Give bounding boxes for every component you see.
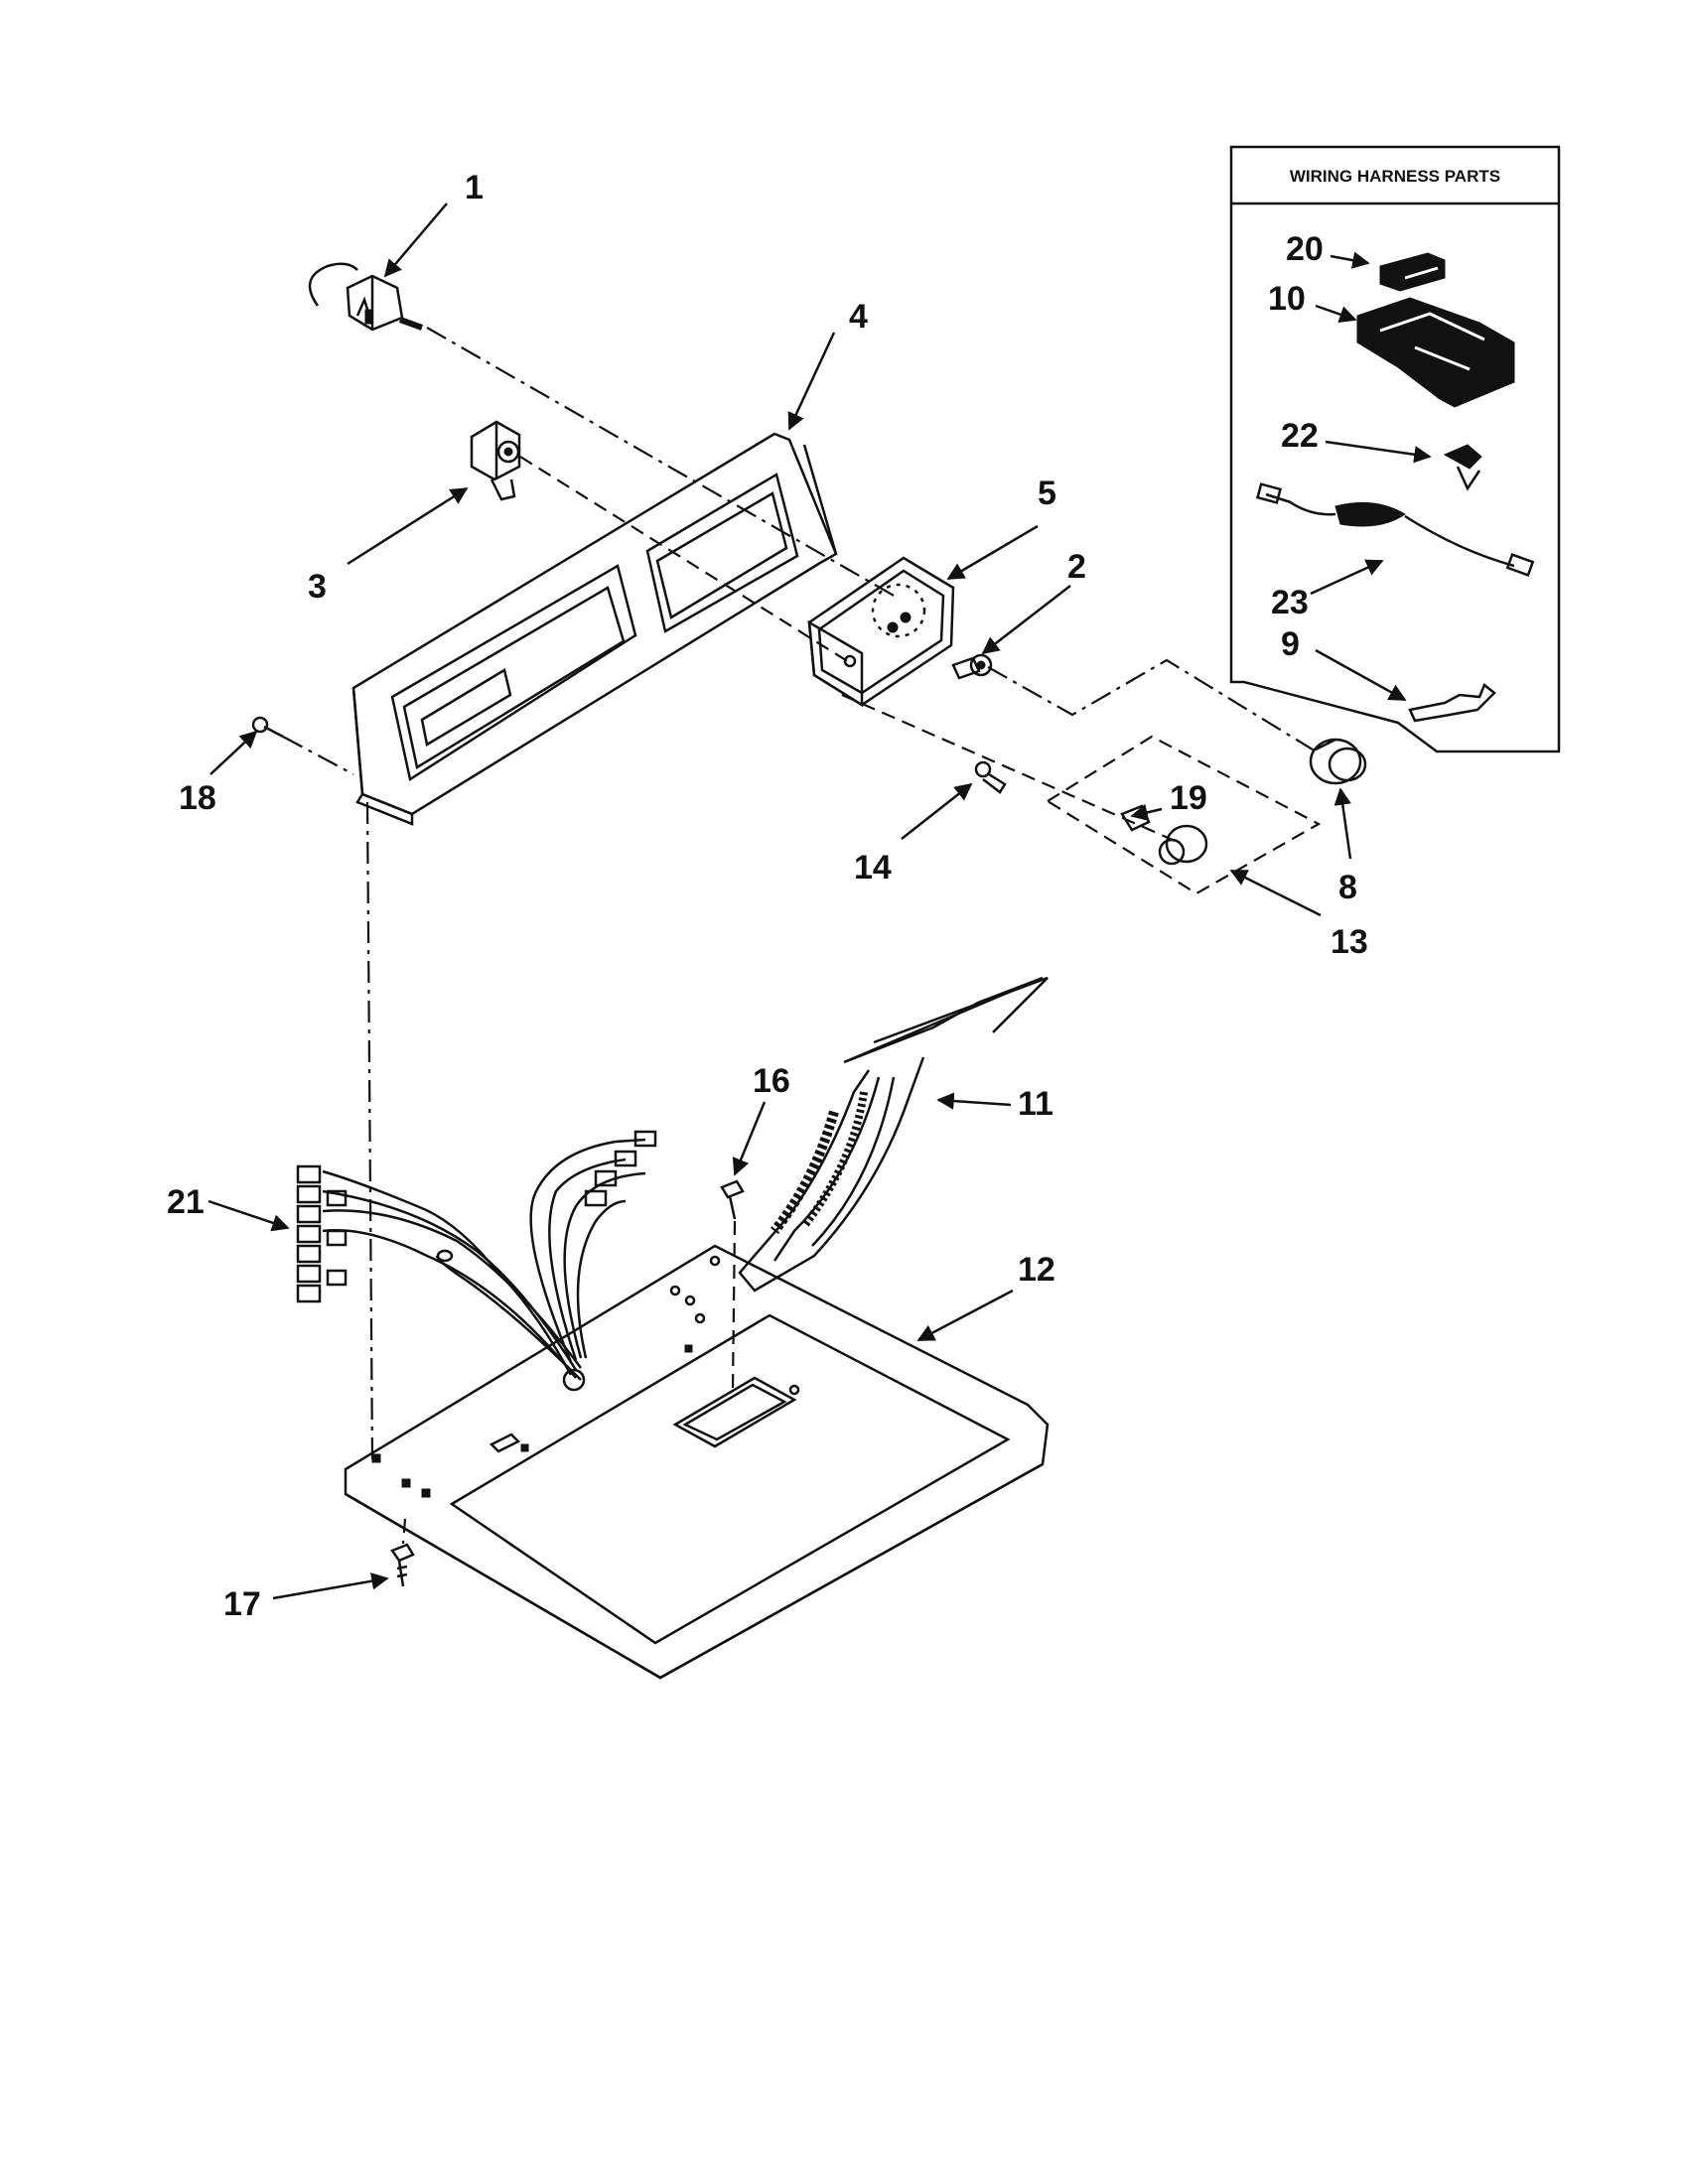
- label-5: 5: [1038, 475, 1056, 512]
- leader-10: [1315, 304, 1357, 324]
- console-panel-4: [351, 432, 838, 826]
- leaders: [208, 203, 1352, 1600]
- label-13: 13: [1331, 923, 1368, 961]
- clip-22: [1443, 444, 1482, 491]
- harness-11: [738, 976, 1049, 1293]
- screw-17: [390, 1543, 415, 1587]
- label-20: 20: [1286, 230, 1324, 268]
- label-4: 4: [849, 298, 868, 336]
- label-21: 21: [167, 1183, 205, 1221]
- knob-8: [1309, 738, 1367, 785]
- label-19: 19: [1170, 779, 1207, 817]
- assembly-lines: [282, 327, 1322, 1545]
- leader-9: [1315, 648, 1407, 702]
- label-23: 23: [1271, 584, 1309, 621]
- screw-2: [951, 653, 993, 680]
- label-17: 17: [223, 1585, 261, 1623]
- timer-housing-5: [807, 556, 955, 708]
- leader-23: [1310, 559, 1384, 596]
- screw-16: [720, 1179, 745, 1220]
- label-1: 1: [465, 169, 484, 206]
- inset-title: WIRING HARNESS PARTS: [1290, 167, 1500, 186]
- screw-18: [251, 716, 284, 739]
- wiring-harness-inset: WIRING HARNESS PARTS: [1229, 145, 1561, 753]
- label-12: 12: [1018, 1251, 1055, 1289]
- top-panel-12: [344, 1244, 1050, 1680]
- switch-3: [470, 420, 521, 501]
- label-3: 3: [308, 568, 327, 606]
- leader-22: [1325, 440, 1432, 464]
- part-number-labels: 1 4 3 5 2 18 14 19 8 13 11 16 12 21 17: [167, 169, 1368, 1623]
- label-8: 8: [1338, 869, 1357, 906]
- screw-14: [974, 760, 1007, 794]
- label-22: 22: [1281, 417, 1319, 455]
- terminal-9: [1408, 682, 1496, 723]
- connector-block-10: [1356, 297, 1515, 408]
- connector-20: [1379, 252, 1446, 292]
- label-2: 2: [1067, 548, 1086, 586]
- cable-23: [1255, 482, 1535, 577]
- label-10: 10: [1268, 280, 1306, 318]
- label-18: 18: [179, 779, 216, 817]
- wire-bundle-21: [296, 1130, 657, 1381]
- label-16: 16: [753, 1062, 790, 1100]
- leader-20: [1330, 251, 1370, 269]
- label-14: 14: [854, 849, 892, 887]
- label-9: 9: [1281, 625, 1300, 663]
- label-11: 11: [1018, 1085, 1053, 1123]
- switch-1: [308, 262, 424, 332]
